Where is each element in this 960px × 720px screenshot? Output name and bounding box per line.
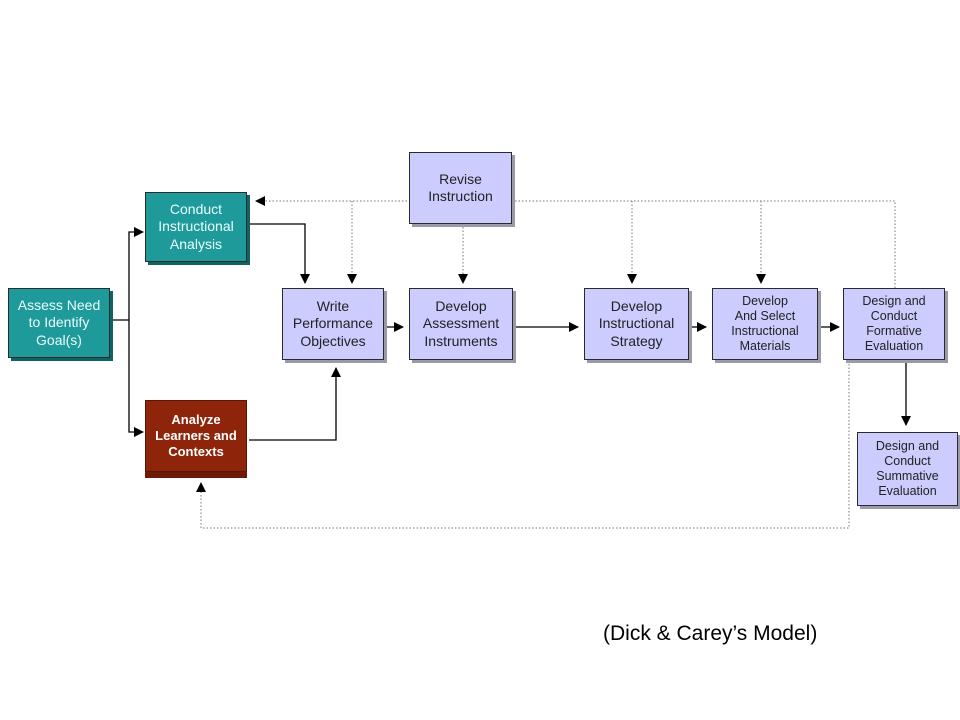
arrow-to-instructional-analysis [128,227,144,320]
feedback-bottom-loop [200,364,850,529]
feedback-arrowhead-assessment [458,274,468,284]
model-caption: (Dick & Carey’s Model) [603,622,818,645]
arrow-learners-to-objectives [249,367,341,441]
feedback-top-line [515,200,896,288]
feedback-arrowhead-strategy [627,274,637,284]
feedback-arrowhead-materials [756,274,766,284]
feedback-arrowhead-learners [196,482,206,492]
arrow-to-analyze-learners [128,320,144,437]
feedback-arrowhead-objectives [347,274,357,284]
feedback-arrowhead-analysis [255,196,265,206]
arrow-analysis-to-objectives [249,223,310,284]
